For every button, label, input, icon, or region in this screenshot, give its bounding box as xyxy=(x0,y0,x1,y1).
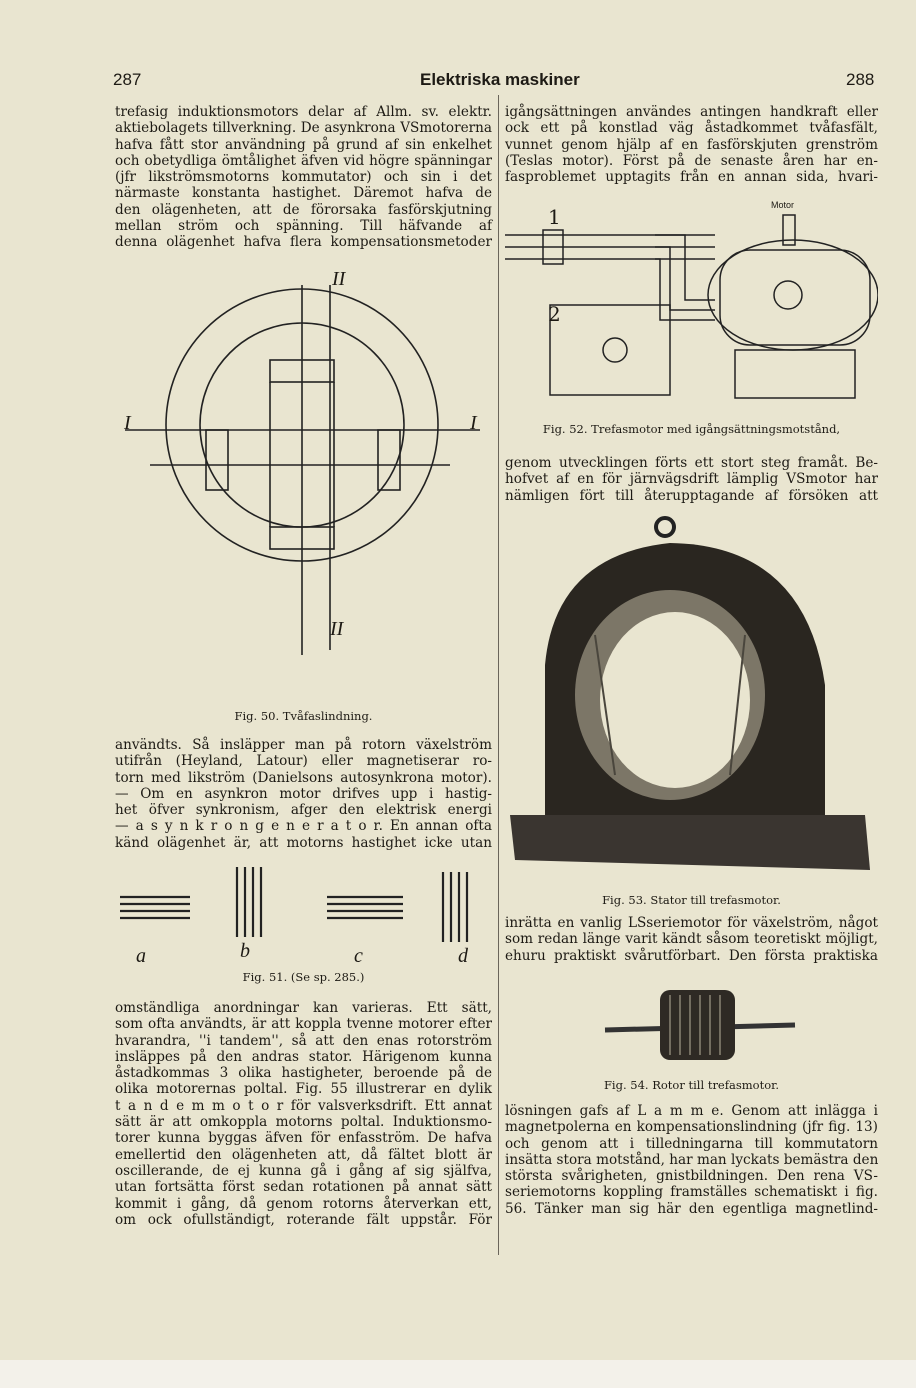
column-divider xyxy=(498,95,499,1255)
fig51-arrow-diagrams xyxy=(120,867,469,942)
text-line: — Om en asynkron motor drifves upp i has… xyxy=(115,785,492,802)
text-line: nämligen fört till återupptagande af för… xyxy=(505,487,878,504)
text-line: hofvet af en för järnvägsdrift lämplig V… xyxy=(505,471,878,488)
text-line: emellertid den olägenheten att, då fälte… xyxy=(115,1146,492,1163)
text-line: het öfver synkronism, afger den elektris… xyxy=(115,802,492,819)
fig53-stator-photo xyxy=(510,516,870,870)
fig50-caption: Fig. 50. Tvåfaslindning. xyxy=(234,709,373,723)
left-text-block-2: användts. Så insläpper man på rotorn väx… xyxy=(115,737,492,851)
fig54-caption: Fig. 54. Rotor till trefasmotor. xyxy=(603,1078,780,1092)
right-text-block-2: genom utvecklingen förts ett stort steg … xyxy=(505,455,878,504)
fig52-label-motor: Motor xyxy=(771,200,795,210)
text-line: användts. Så insläpper man på rotorn väx… xyxy=(115,737,492,753)
fig50-label-right: I xyxy=(470,412,477,434)
text-line: t a n d e m m o t o r för valsverksdrift… xyxy=(115,1097,492,1114)
right-text-block-3: inrätta en vanlig LSseriemotor för växel… xyxy=(505,915,878,964)
text-line: (Teslas motor). Först på de senaste åren… xyxy=(505,152,878,169)
text-line: (jfr likströmsmotorns kommutator) och si… xyxy=(115,169,492,186)
text-line: den olägenheten, att de förorsaka fasför… xyxy=(115,201,492,218)
running-title: Elektriska maskiner xyxy=(420,70,580,89)
fig50-label-left: I xyxy=(124,412,131,434)
fig52-motor-schematic xyxy=(505,214,878,399)
text-line: oscillerande, de ej kunna gå i gång af s… xyxy=(115,1162,492,1179)
text-line: 56. Tänker man sig här den egentliga mag… xyxy=(505,1200,878,1217)
page-number-right: 288 xyxy=(846,70,875,89)
text-line: torn med likström (Danielsons autosynkro… xyxy=(115,769,492,786)
text-line: utifrån (Heyland, Latour) eller magnetis… xyxy=(115,753,492,770)
text-line: seriemotorns koppling framställes schema… xyxy=(505,1184,878,1201)
text-line: hafva fått stor användning på grund af s… xyxy=(115,136,492,153)
fig53-caption: Fig. 53. Stator till trefasmotor. xyxy=(602,893,781,907)
text-line: denna olägenhet hafva flera kompensation… xyxy=(115,234,492,251)
fig50-two-phase-winding-diagram xyxy=(125,285,480,655)
fig51-label-a: a xyxy=(136,945,146,967)
text-line: aktiebolagets tillverkning. De asynkrona… xyxy=(115,120,492,137)
text-line: insätta stora motstånd, har man lyckats … xyxy=(505,1151,879,1168)
text-line: känd olägenhet är, att motorns hastighet… xyxy=(115,834,492,851)
text-line: omständliga anordningar kan varieras. Et… xyxy=(115,1000,492,1016)
left-text-block-3: omständliga anordningar kan varieras. Et… xyxy=(115,1000,492,1228)
text-line: magnetpolerna en kompensationslindning (… xyxy=(505,1119,878,1136)
fig51-label-b: b xyxy=(240,940,250,962)
fig51-label-d: d xyxy=(458,945,468,967)
text-line: åstadkommas 3 olika hastigheter, beroend… xyxy=(115,1065,492,1082)
text-line: insläppes på den andras stator. Härigeno… xyxy=(115,1048,492,1065)
text-line: ock ett på konstlad väg åstadkommet tvåf… xyxy=(505,120,878,137)
fig51-label-c: c xyxy=(354,945,363,967)
fig52-caption: Fig. 52. Trefasmotor med igångsättningsm… xyxy=(542,422,841,436)
text-line: och genom att i tilledningarna till komm… xyxy=(505,1135,878,1152)
text-line: om ock ofullständigt, roterande fält upp… xyxy=(115,1211,492,1228)
right-text-block-4: lösningen gafs af L a m m e. Genom att i… xyxy=(505,1103,878,1217)
text-line: vunnet genom hjälp af en fasförskjuten g… xyxy=(505,136,878,153)
text-line: torer kunna byggas äfven för enfasström.… xyxy=(115,1130,492,1147)
fig54-rotor-photo xyxy=(604,990,796,1060)
text-line: som ofta användts, är att koppla tvenne … xyxy=(115,1016,492,1033)
text-line: och obetydliga ömtålighet äfven vid högr… xyxy=(115,152,492,169)
scan-margin xyxy=(0,1360,916,1388)
text-line: hvarandra, ''i tandem'', så att den enas… xyxy=(115,1032,492,1049)
text-line: igångsättningen användes antingen handkr… xyxy=(505,104,878,120)
text-line: mellan ström och spänning. Till häfvande… xyxy=(115,218,492,235)
text-line: kommit i gång, då genom rotorns återverk… xyxy=(115,1195,492,1212)
fig50-label-bottom: II xyxy=(330,618,344,640)
text-line: sätt är att omkoppla motorns poltal. Ind… xyxy=(115,1114,492,1131)
text-line: inrätta en vanlig LSseriemotor för växel… xyxy=(505,915,878,931)
text-line: närmaste konstanta hastighet. Däremot ha… xyxy=(115,185,492,202)
text-line: största svårigheten, gnistbildningen. De… xyxy=(505,1168,878,1185)
right-text-block-1: igångsättningen användes antingen handkr… xyxy=(505,104,878,185)
fig52-label-2: 2 xyxy=(548,302,561,326)
text-line: olika motorernas poltal. Fig. 55 illustr… xyxy=(115,1081,492,1098)
left-text-block-1: trefasig induktionsmotors delar af Allm.… xyxy=(115,104,492,251)
text-line: utan fortsätta först sedan rotationen på… xyxy=(115,1179,492,1196)
fig52-label-1: 1 xyxy=(548,205,561,229)
text-line: som redan länge varit kändt såsom teoret… xyxy=(505,931,878,948)
page-number-left: 287 xyxy=(113,70,142,89)
text-line: trefasig induktionsmotors delar af Allm.… xyxy=(115,104,492,120)
text-line: genom utvecklingen förts ett stort steg … xyxy=(505,455,878,471)
fig51-caption: Fig. 51. (Se sp. 285.) xyxy=(242,970,365,984)
text-line: lösningen gafs af L a m m e. Genom att i… xyxy=(505,1103,878,1119)
text-line: ehuru praktiskt svårutförbart. Den först… xyxy=(505,947,878,964)
text-line: — a s y n k r o n g e n e r a t o r. En … xyxy=(115,818,492,835)
text-line: fasproblemet upptagits från en annan sid… xyxy=(505,169,878,186)
fig50-label-top: II xyxy=(332,268,346,290)
